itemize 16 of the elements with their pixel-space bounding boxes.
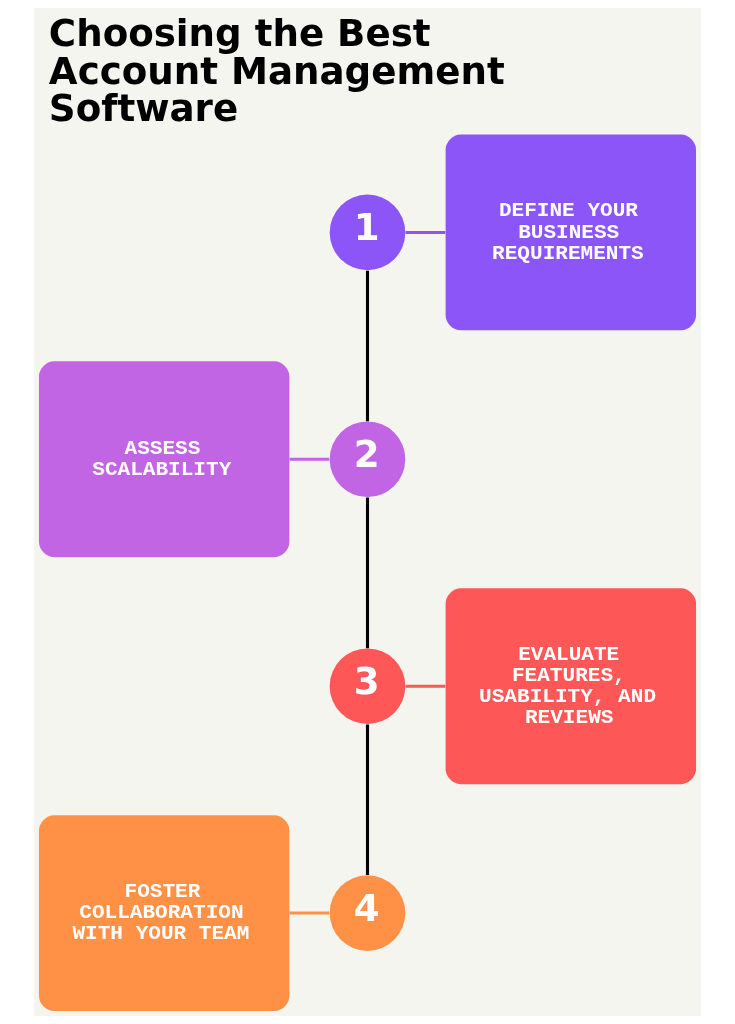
node-box: DEFINE YOUR BUSINESS REQUIREMENTS	[445, 134, 697, 331]
connector	[365, 497, 370, 649]
connector	[289, 911, 330, 915]
connector	[289, 457, 330, 461]
diagram-title: Choosing the Best Account Management Software	[48, 11, 505, 130]
connector	[405, 684, 446, 688]
node-box: ASSESS SCALABILITY	[38, 361, 290, 558]
connector	[365, 724, 370, 876]
node-circle: 3	[329, 648, 406, 724]
connector	[365, 270, 370, 422]
connector	[405, 230, 446, 234]
node-box: EVALUATE FEATURES, USABILITY, AND REVIEWS	[445, 588, 697, 785]
node-circle: 2	[329, 421, 406, 498]
node-circle: 1	[329, 194, 406, 271]
node-box: FOSTER COLLABORATION WITH YOUR TEAM	[38, 815, 290, 1011]
node-circle: 4	[329, 875, 406, 951]
